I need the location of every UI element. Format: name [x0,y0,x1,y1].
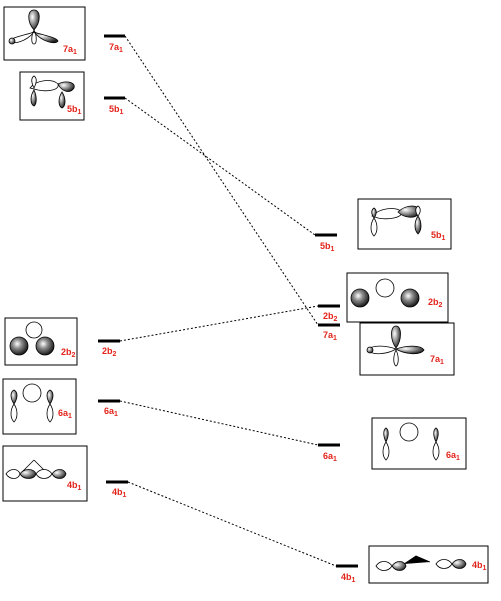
correlation-line-2b2 [119,305,319,342]
right-levels [315,233,358,568]
orbital-box-right-7a1: 7a1 [359,322,455,376]
orbital-box-label-right-2b2: 2b2 [428,297,443,309]
orbital-box-label-right-7a1: 7a1 [430,354,444,366]
correlation-lines [119,35,337,567]
orbital-box-label-left-7a1: 7a1 [63,44,77,56]
orbital-box-label-right-6a1: 6a1 [446,450,460,462]
right-level-labels: 5b1 2b2 7a1 6a1 4b1 [320,241,356,584]
orbital-box-right-6a1: 6a1 [371,417,467,470]
orbital-box-label-left-4b1: 4b1 [67,480,82,492]
three-sphere-orbital-icon [9,321,55,356]
orbital-box-label-right-4b1: 4b1 [472,560,487,572]
level-label-left-2b2: 2b2 [102,346,117,358]
left-levels [98,34,128,484]
orbital-box-left-2b2: 2b2 [4,317,78,366]
sigma-orbital-icon [375,555,467,571]
level-label-right-2b2: 2b2 [323,311,338,323]
bent-p-orbital-icon [29,75,75,109]
orbital-box-right-2b2: 2b2 [346,272,449,323]
lone-pair-orbital-icon [366,325,425,367]
level-label-right-6a1: 6a1 [323,451,337,463]
level-label-left-5b1: 5b1 [109,104,124,116]
orbital-box-label-right-5b1: 5b1 [431,230,446,242]
level-label-right-4b1: 4b1 [341,572,356,584]
correlation-line-6a1 [119,400,319,446]
left-level-labels: 7a1 5b1 2b2 6a1 4b1 [102,42,127,499]
correlation-line-5b1 [124,97,316,236]
s-p-orbital-icon [382,422,440,461]
bent-p-orbital-icon [370,205,422,237]
orbital-box-right-4b1: 4b1 [368,545,489,584]
sigma-orbital-icon [5,459,67,479]
lone-pair-orbital-icon [8,9,59,45]
orbital-box-left-4b1: 4b1 [2,445,88,502]
orbital-box-left-6a1: 6a1 [2,378,77,435]
level-label-right-7a1: 7a1 [323,330,337,342]
correlation-line-7a1 [124,35,319,326]
orbital-box-left-5b1: 5b1 [19,71,85,121]
level-label-left-4b1: 4b1 [112,487,127,499]
orbital-box-left-7a1: 7a1 [3,6,86,61]
orbital-box-label-left-6a1: 6a1 [58,408,72,420]
s-p-orbital-icon [10,383,54,423]
level-label-left-6a1: 6a1 [104,406,118,418]
three-sphere-orbital-icon [350,278,420,308]
orbital-box-right-5b1: 5b1 [357,198,452,250]
correlation-line-4b1 [127,481,337,567]
level-label-right-5b1: 5b1 [320,241,335,253]
orbital-box-label-left-5b1: 5b1 [67,104,82,116]
level-label-left-7a1: 7a1 [109,42,123,54]
orbital-box-label-left-2b2: 2b2 [61,347,76,359]
